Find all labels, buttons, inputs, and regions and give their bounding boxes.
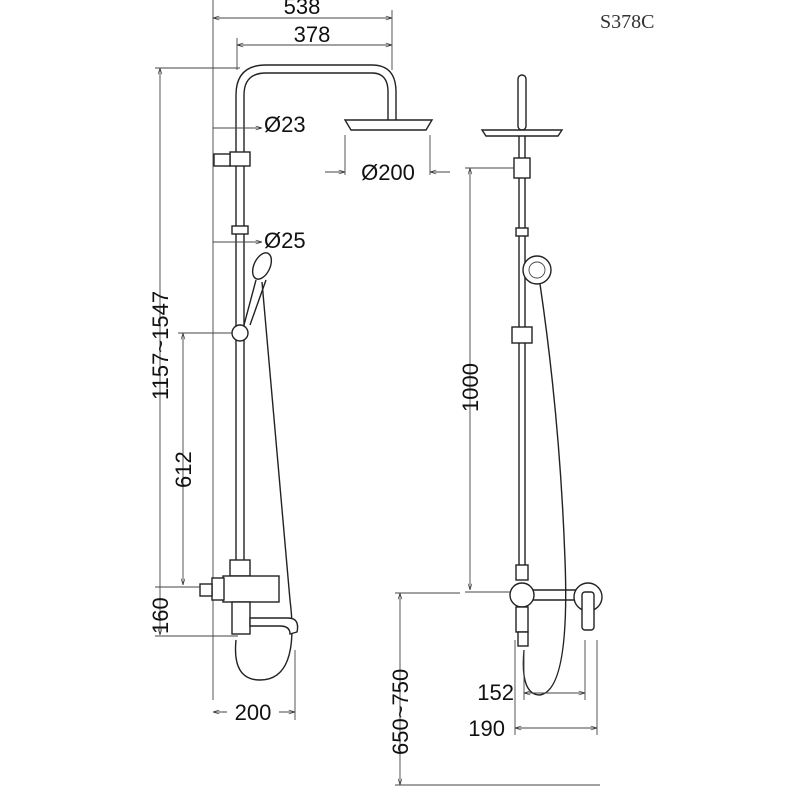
dim-head-diameter: Ø200 xyxy=(361,160,415,185)
rain-shower-head xyxy=(343,119,434,131)
pipe-joint xyxy=(229,151,251,167)
dim-spout-reach: 200 xyxy=(235,700,272,725)
model-number: S378C xyxy=(600,11,654,33)
dim-side-depth-inner: 152 xyxy=(477,680,514,705)
hand-shower-head xyxy=(251,252,273,280)
side-shower-head xyxy=(480,129,564,137)
dim-total-width: 538 xyxy=(284,0,321,19)
side-slider xyxy=(511,326,533,344)
side-hand-shower xyxy=(522,255,552,285)
wall-bracket xyxy=(213,153,231,167)
dim-height-range: 1157~1547 xyxy=(148,291,173,400)
dim-spout-offset: 160 xyxy=(148,597,173,634)
dim-lower-pipe: Ø25 xyxy=(264,228,306,253)
slider-knob xyxy=(231,324,249,342)
mixer-handle xyxy=(581,591,595,631)
top-arm xyxy=(517,74,527,131)
front-view: 538 378 Ø23 Ø25 Ø200 1157~1547 612 160 2… xyxy=(148,0,450,725)
dim-upper-pipe: Ø23 xyxy=(264,112,306,137)
side-mixer xyxy=(509,582,535,608)
bath-spout xyxy=(249,617,299,635)
dim-slider-height: 612 xyxy=(171,451,196,488)
dim-side-height: 1000 xyxy=(458,363,483,412)
riser-pipe xyxy=(235,64,397,560)
dim-arm-length: 378 xyxy=(294,22,331,47)
mixer-body xyxy=(222,575,280,603)
hose-outlet xyxy=(517,631,529,647)
dim-install-height: 650~750 xyxy=(388,669,413,755)
dim-side-depth-outer: 190 xyxy=(468,716,505,741)
side-view: 1000 650~750 152 190 xyxy=(388,74,603,786)
